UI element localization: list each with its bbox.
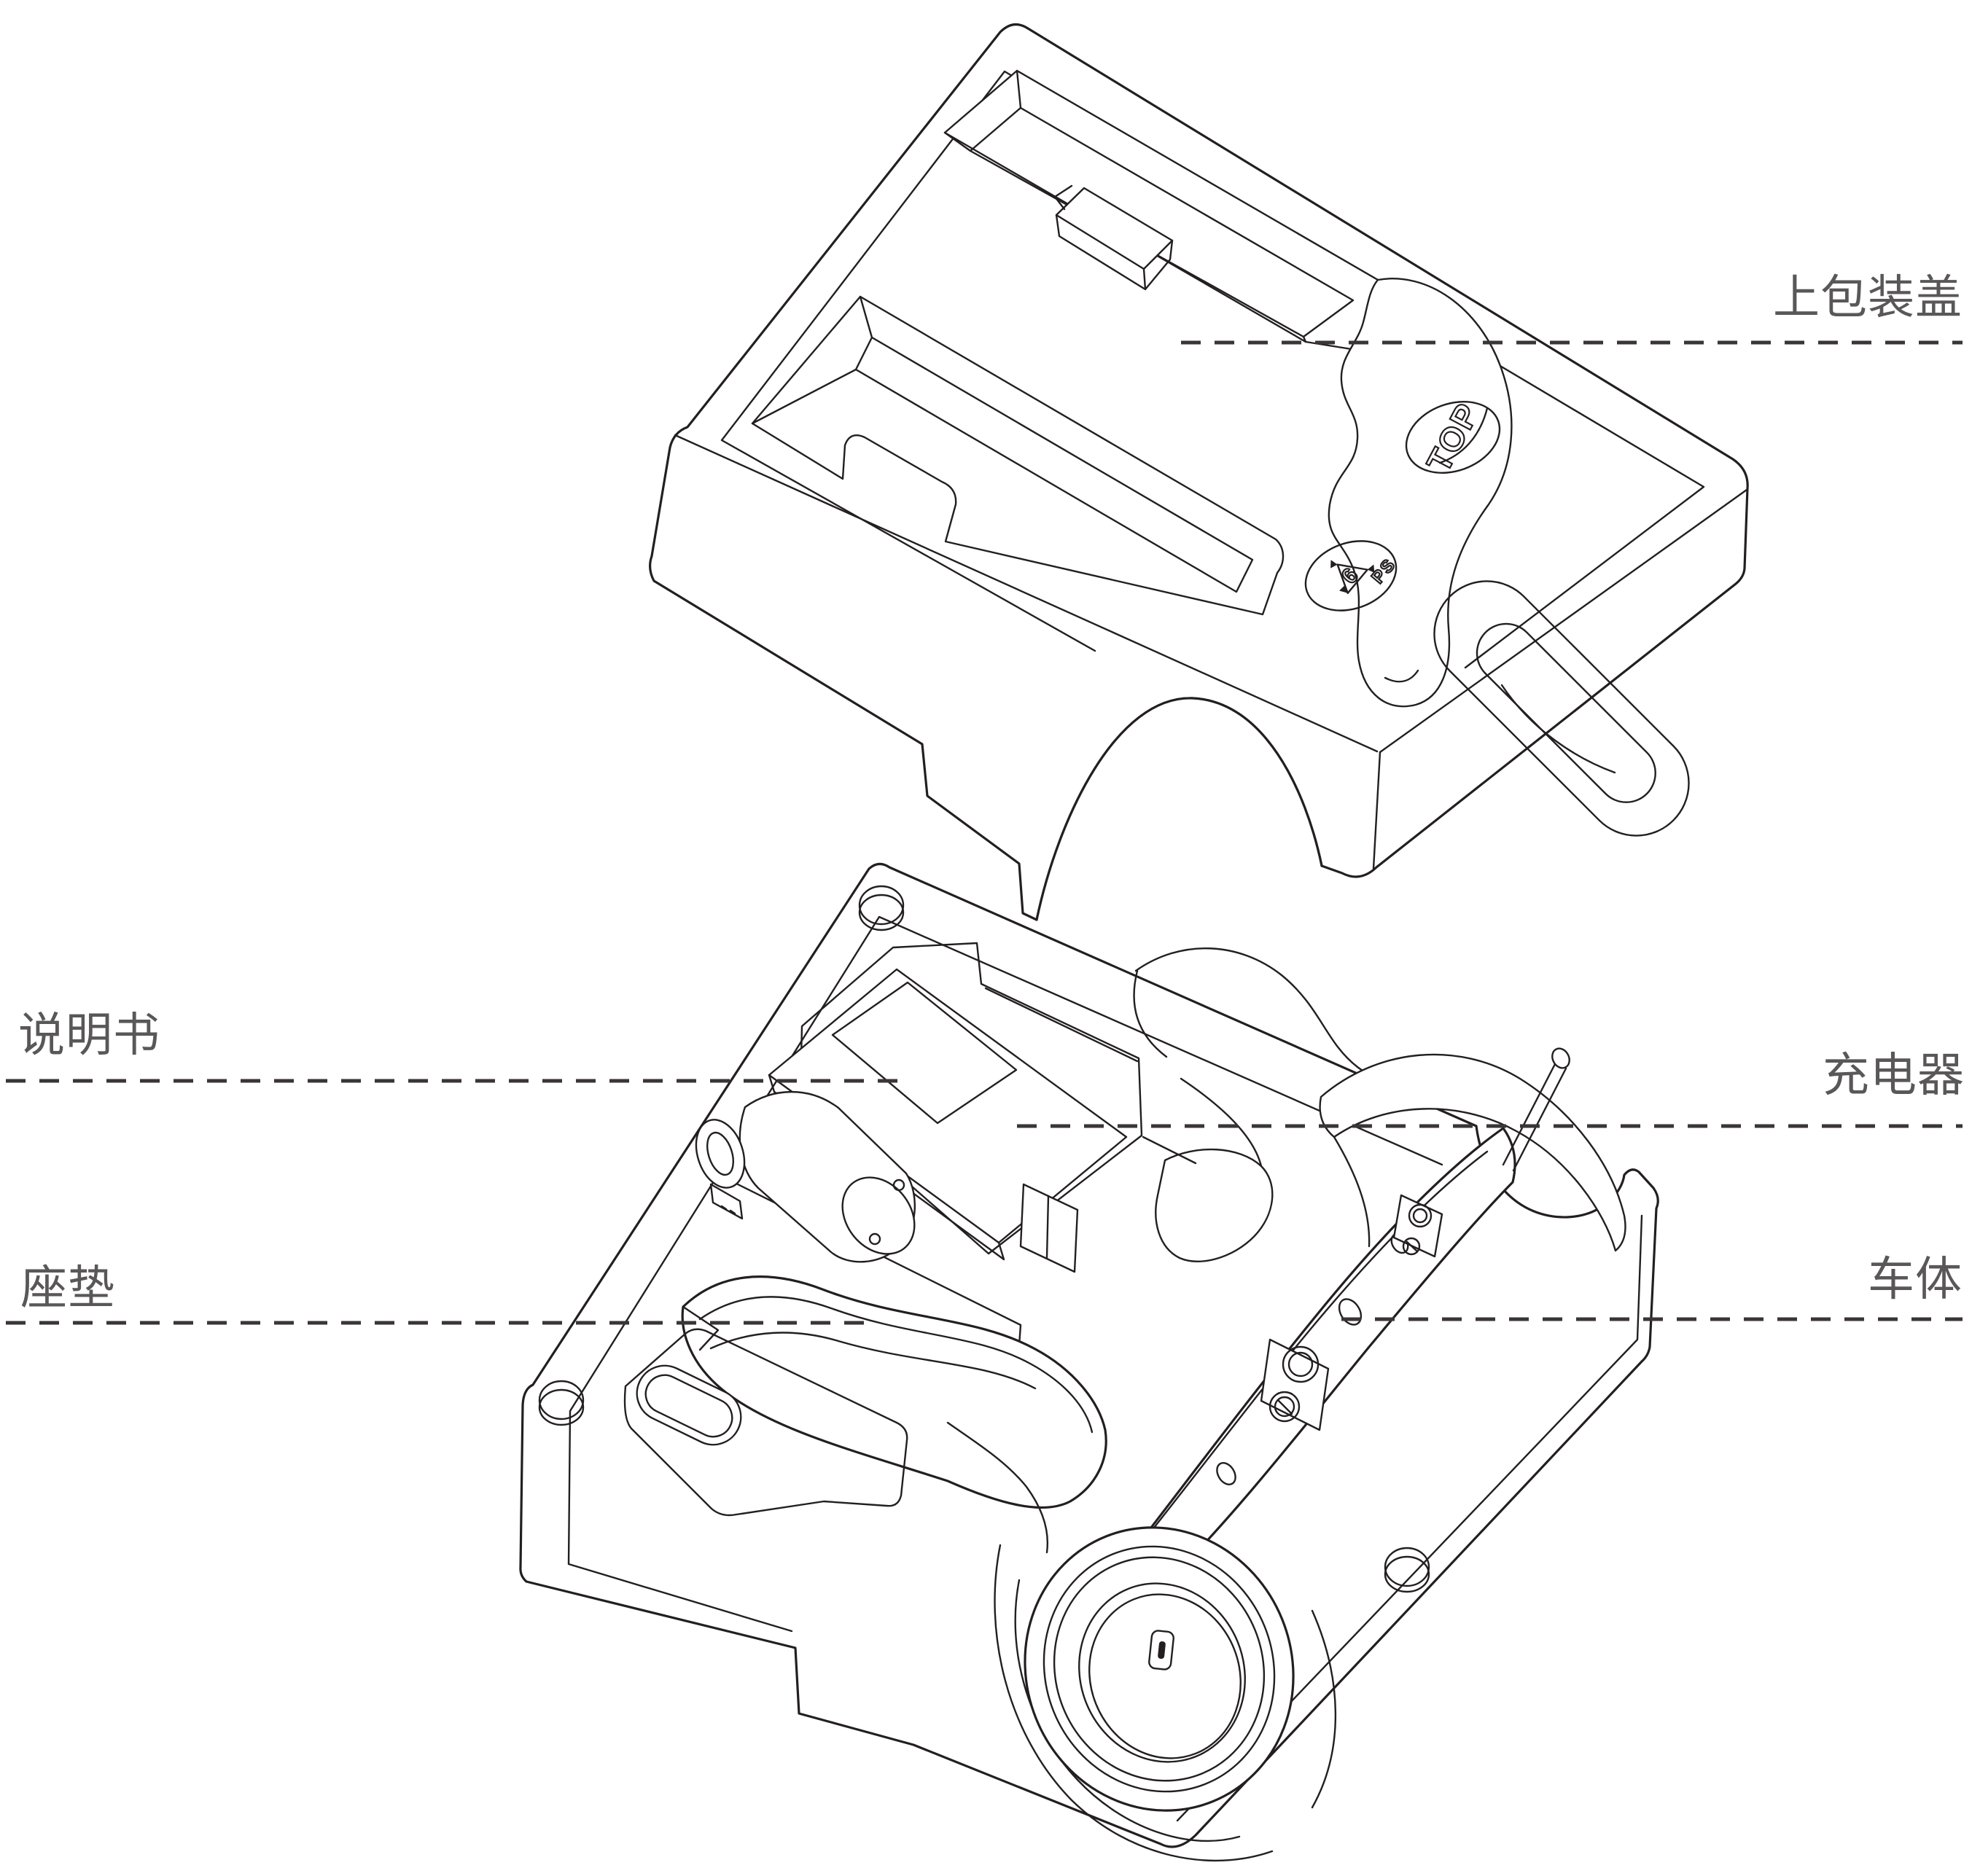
vehicle-frame bbox=[946, 1047, 1570, 1641]
lid-arch-cutout bbox=[1035, 697, 1323, 921]
tray-inner-rim bbox=[567, 915, 1643, 1822]
antenna-rod bbox=[1502, 1061, 1567, 1172]
lid-inner-rim bbox=[720, 70, 1705, 669]
tool-recess bbox=[623, 1328, 908, 1517]
upper-lid: TOP 6 PS bbox=[649, 23, 1749, 921]
label-lid: 上包装盖 bbox=[1773, 271, 1963, 324]
lid-cutout-detail bbox=[1384, 407, 1489, 683]
lid-block-sides bbox=[1053, 184, 1174, 291]
lid-grip-scoop bbox=[1500, 684, 1616, 774]
charger-endcap bbox=[841, 1176, 916, 1255]
manual-cover-print bbox=[831, 981, 1018, 1125]
lid-recess-lower-floor bbox=[751, 295, 1254, 593]
seat-cushion bbox=[681, 1275, 1107, 1509]
recycle-triangle-icon bbox=[1336, 563, 1368, 595]
lid-recess-lower bbox=[751, 295, 1285, 616]
label-cushion: 座垫 bbox=[20, 1262, 115, 1314]
label-charger: 充电器 bbox=[1823, 1049, 1965, 1101]
lower-tray bbox=[519, 862, 1659, 1862]
charger bbox=[695, 1091, 916, 1263]
triangle-pocket bbox=[1155, 1148, 1274, 1262]
tray-holes bbox=[538, 885, 1430, 1593]
manual-recess-step bbox=[984, 987, 1139, 1063]
lid-scooter-cutout bbox=[1328, 278, 1513, 708]
label-body: 车体 bbox=[1868, 1253, 1963, 1305]
tray-divider-block bbox=[1019, 1183, 1079, 1273]
lid-face-edge-right bbox=[1379, 488, 1748, 754]
label-manual: 说明书 bbox=[18, 1009, 160, 1061]
cushion-outline bbox=[681, 1275, 1107, 1509]
rear-wheel bbox=[1024, 1526, 1295, 1812]
lid-grip-slot bbox=[1433, 580, 1690, 837]
charger-clamp bbox=[709, 1183, 744, 1220]
lid-corner-edge bbox=[1372, 751, 1381, 870]
lid-recess-upper-floor bbox=[943, 69, 1355, 343]
wheel-cradle bbox=[994, 1544, 1337, 1862]
lid-face-edge-left bbox=[674, 434, 1379, 753]
fender-crescent bbox=[1319, 1053, 1626, 1252]
tool-pill bbox=[636, 1364, 742, 1446]
